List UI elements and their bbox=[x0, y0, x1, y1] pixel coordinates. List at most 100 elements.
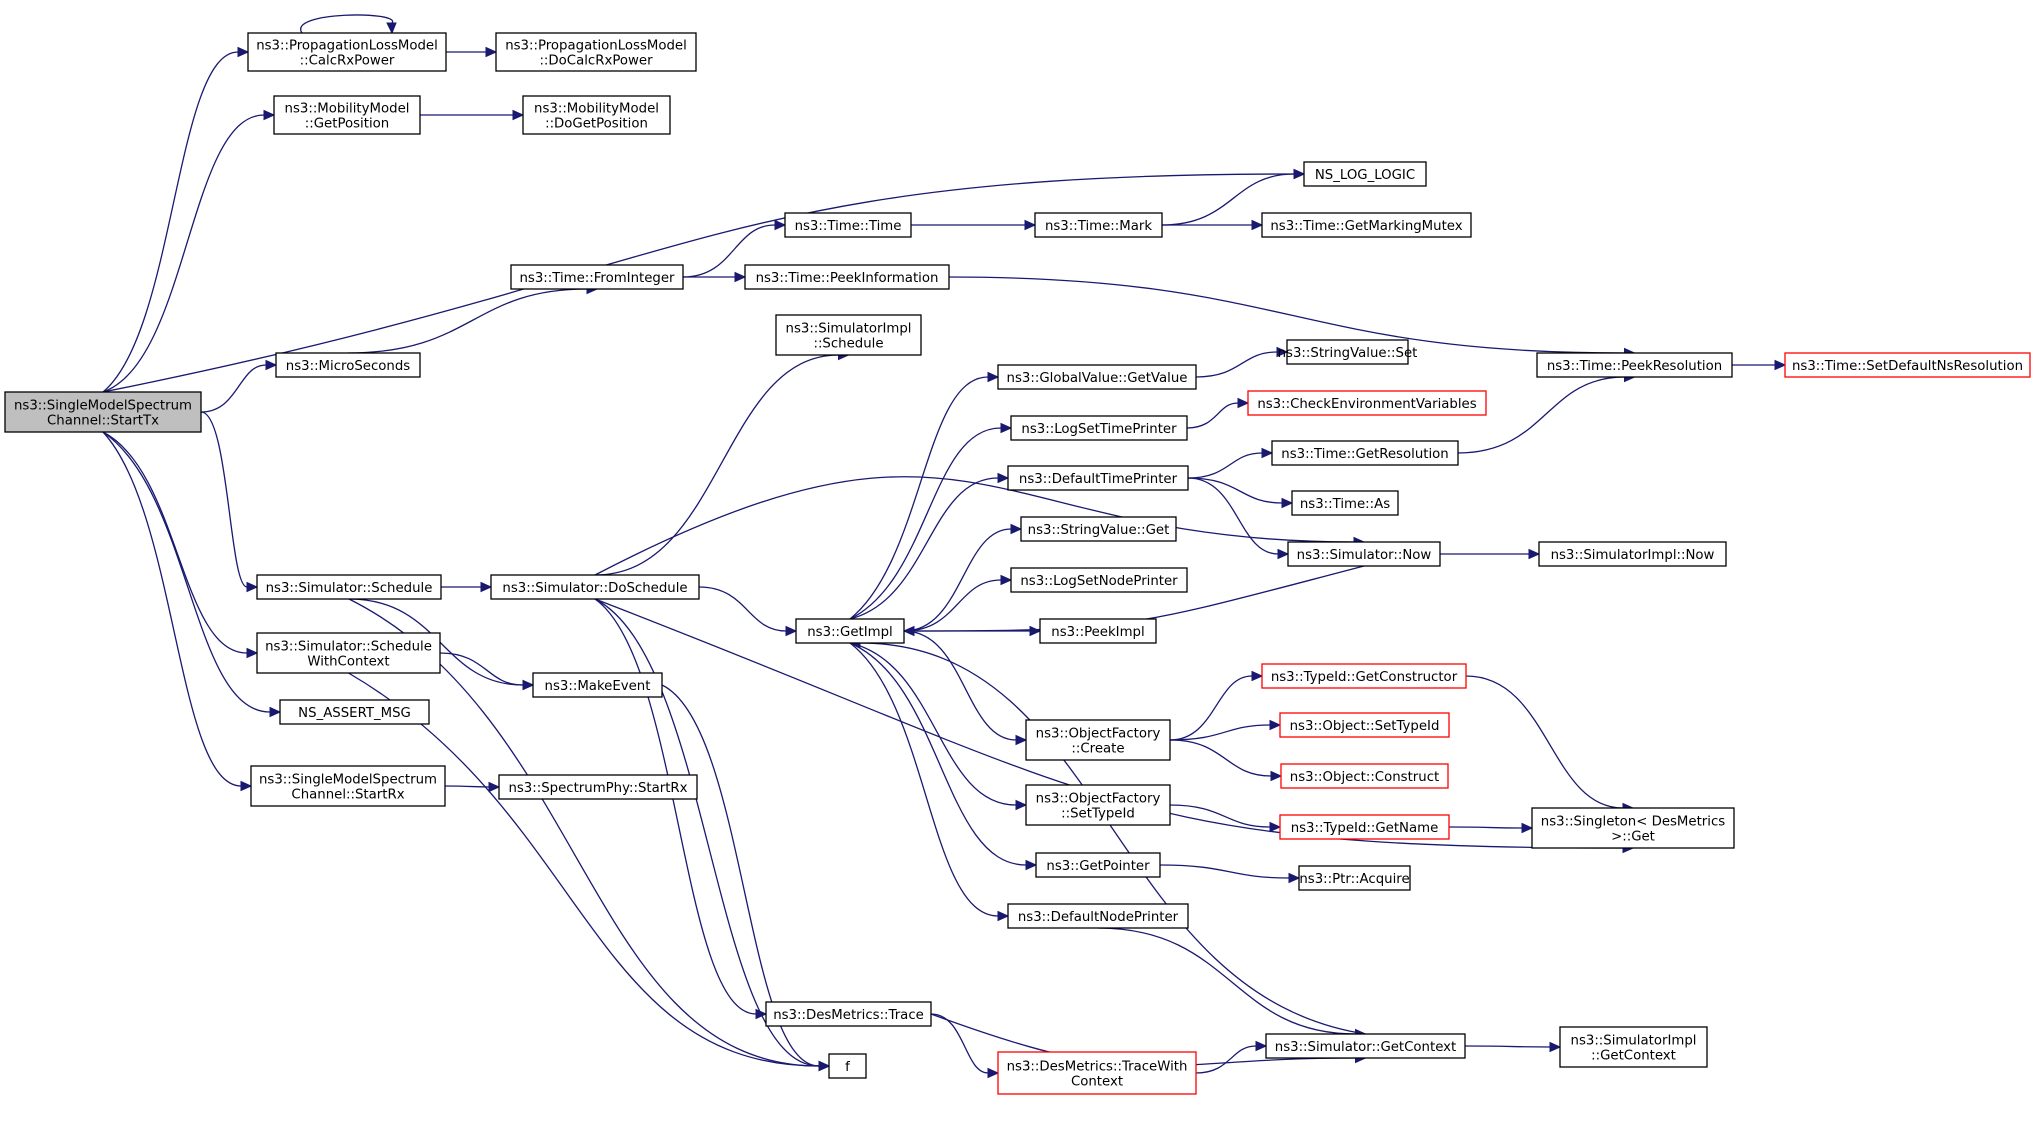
arrowhead-icon bbox=[1270, 770, 1283, 782]
node-label: Channel::StartRx bbox=[291, 788, 404, 803]
edge-line bbox=[102, 431, 271, 713]
edge-starttx-to-getpos bbox=[102, 109, 276, 393]
node-getmarking[interactable]: ns3::Time::GetMarkingMutex bbox=[1261, 212, 1472, 238]
edge-line bbox=[903, 579, 1002, 632]
node-frominteger[interactable]: ns3::Time::FromInteger bbox=[510, 264, 684, 290]
arrowhead-icon bbox=[785, 625, 798, 637]
edge-getimpl-to-logsetnode bbox=[903, 574, 1013, 632]
node-getpos[interactable]: ns3::MobilityModel::GetPosition bbox=[273, 95, 421, 135]
node-label: ns3::LogSetTimePrinter bbox=[1021, 422, 1177, 437]
node-doschedule[interactable]: ns3::Simulator::DoSchedule bbox=[490, 574, 700, 600]
node-checkenv[interactable]: ns3::CheckEnvironmentVariables bbox=[1247, 390, 1487, 416]
node-gvgetvalue[interactable]: ns3::GlobalValue::GetValue bbox=[997, 364, 1197, 390]
node-logsetnode[interactable]: ns3::LogSetNodePrinter bbox=[1010, 567, 1188, 593]
node-box bbox=[1279, 814, 1450, 840]
node-box bbox=[1025, 719, 1171, 761]
node-box bbox=[1039, 618, 1157, 644]
node-phystartrx[interactable]: ns3::SpectrumPhy::StartRx bbox=[498, 774, 698, 800]
arrowhead-icon bbox=[1276, 346, 1289, 358]
edge-deftimeprinter-to-timeas bbox=[1187, 477, 1294, 509]
arrowhead-icon bbox=[1010, 523, 1023, 535]
node-dogetpos[interactable]: ns3::MobilityModel::DoGetPosition bbox=[522, 95, 671, 135]
node-ofcreate[interactable]: ns3::ObjectFactory::Create bbox=[1025, 719, 1171, 761]
arrowhead-icon bbox=[1251, 219, 1264, 231]
edge-line bbox=[903, 630, 1017, 741]
node-label: ns3::Object::SetTypeId bbox=[1290, 719, 1440, 734]
node-simnow[interactable]: ns3::Simulator::Now bbox=[1287, 541, 1441, 567]
node-settypeid[interactable]: ns3::Object::SetTypeId bbox=[1279, 712, 1450, 738]
node-docalcrx[interactable]: ns3::PropagationLossModel::DoCalcRxPower bbox=[495, 32, 697, 72]
node-simimplsched[interactable]: ns3::SimulatorImpl::Schedule bbox=[775, 314, 922, 356]
node-destrace[interactable]: ns3::DesMetrics::Trace bbox=[765, 1001, 932, 1027]
node-svset[interactable]: ns3::StringValue::Set bbox=[1278, 339, 1418, 365]
node-getctor[interactable]: ns3::TypeId::GetConstructor bbox=[1261, 663, 1467, 689]
edge-line bbox=[1195, 351, 1278, 378]
node-setdefres[interactable]: ns3::Time::SetDefaultNsResolution bbox=[1784, 352, 2031, 378]
node-deftimeprinter[interactable]: ns3::DefaultTimePrinter bbox=[1007, 465, 1189, 491]
node-svget[interactable]: ns3::StringValue::Get bbox=[1020, 516, 1177, 542]
node-box bbox=[1531, 807, 1735, 849]
arrowhead-icon bbox=[512, 109, 525, 121]
node-timetime[interactable]: ns3::Time::Time bbox=[784, 212, 912, 238]
node-singleton[interactable]: ns3::Singleton< DesMetrics >::Get bbox=[1531, 807, 1735, 849]
node-simimplnow[interactable]: ns3::SimulatorImpl::Now bbox=[1538, 541, 1727, 567]
edge-getpointer-to-ptracquire bbox=[1159, 864, 1301, 884]
node-ofsettypeid[interactable]: ns3::ObjectFactory::SetTypeId bbox=[1025, 784, 1171, 826]
node-label: ns3::Singleton< DesMetrics bbox=[1541, 815, 1725, 830]
node-label: ns3::Simulator::DoSchedule bbox=[502, 581, 687, 596]
edge-line bbox=[300, 14, 393, 34]
node-defnodeprinter[interactable]: ns3::DefaultNodePrinter bbox=[1007, 903, 1189, 929]
node-label: ns3::TypeId::GetName bbox=[1291, 821, 1439, 836]
node-peekres[interactable]: ns3::Time::PeekResolution bbox=[1536, 352, 1733, 378]
node-getpointer[interactable]: ns3::GetPointer bbox=[1035, 852, 1161, 878]
edge-calcrx-self-loop bbox=[300, 14, 397, 35]
edge-frominteger-to-peekinfo bbox=[683, 271, 747, 283]
node-box bbox=[1536, 352, 1733, 378]
node-box bbox=[795, 618, 905, 644]
node-getname[interactable]: ns3::TypeId::GetName bbox=[1279, 814, 1450, 840]
node-simsched[interactable]: ns3::Simulator::Schedule bbox=[256, 574, 442, 600]
node-logsettime[interactable]: ns3::LogSetTimePrinter bbox=[1010, 415, 1188, 441]
node-box bbox=[1007, 903, 1189, 929]
node-nslog[interactable]: NS_LOG_LOGIC bbox=[1303, 161, 1427, 187]
node-label: ::SetTypeId bbox=[1061, 807, 1135, 822]
arrowhead-icon bbox=[1528, 548, 1541, 560]
arrowhead-icon bbox=[1269, 719, 1282, 731]
node-label: ns3::MobilityModel bbox=[285, 102, 410, 117]
edge-starttx-to-startrx bbox=[102, 431, 253, 792]
node-micro[interactable]: ns3::MicroSeconds bbox=[275, 352, 421, 378]
edge-ofsettypeid-to-getname bbox=[1169, 804, 1282, 833]
node-construct[interactable]: ns3::Object::Construct bbox=[1280, 763, 1449, 789]
node-label: ::DoCalcRxPower bbox=[539, 54, 653, 69]
edge-line bbox=[849, 376, 989, 620]
arrowhead-icon bbox=[1237, 397, 1250, 409]
node-label: ::CalcRxPower bbox=[300, 54, 395, 69]
arrowhead-icon bbox=[1000, 574, 1013, 586]
node-timemark[interactable]: ns3::Time::Mark bbox=[1034, 212, 1163, 238]
edge-line bbox=[948, 276, 1625, 354]
node-peekinfo[interactable]: ns3::Time::PeekInformation bbox=[744, 264, 950, 290]
node-implgetctx[interactable]: ns3::SimulatorImpl::GetContext bbox=[1559, 1026, 1708, 1068]
node-label: ns3::MicroSeconds bbox=[286, 359, 410, 374]
node-makeevent[interactable]: ns3::MakeEvent bbox=[532, 672, 663, 698]
node-getres[interactable]: ns3::Time::GetResolution bbox=[1271, 440, 1459, 466]
node-getimpl[interactable]: ns3::GetImpl bbox=[795, 618, 905, 644]
arrowhead-icon bbox=[240, 780, 253, 792]
node-timeas[interactable]: ns3::Time::As bbox=[1291, 490, 1399, 516]
node-label: ns3::CheckEnvironmentVariables bbox=[1257, 397, 1476, 412]
node-getctx[interactable]: ns3::Simulator::GetContext bbox=[1265, 1033, 1466, 1059]
node-label: ns3::Time::As bbox=[1300, 497, 1390, 512]
node-f[interactable]: f bbox=[828, 1053, 867, 1079]
node-calcrx[interactable]: ns3::PropagationLossModel::CalcRxPower bbox=[247, 32, 447, 72]
node-assertmsg[interactable]: NS_ASSERT_MSG bbox=[279, 699, 430, 725]
arrowhead-icon bbox=[997, 910, 1010, 922]
node-box bbox=[275, 352, 421, 378]
node-box bbox=[744, 264, 950, 290]
node-peekimpl[interactable]: ns3::PeekImpl bbox=[1039, 618, 1157, 644]
node-ptracquire[interactable]: ns3::Ptr::Acquire bbox=[1298, 865, 1411, 891]
edge-ofcreate-to-construct bbox=[1169, 739, 1283, 782]
